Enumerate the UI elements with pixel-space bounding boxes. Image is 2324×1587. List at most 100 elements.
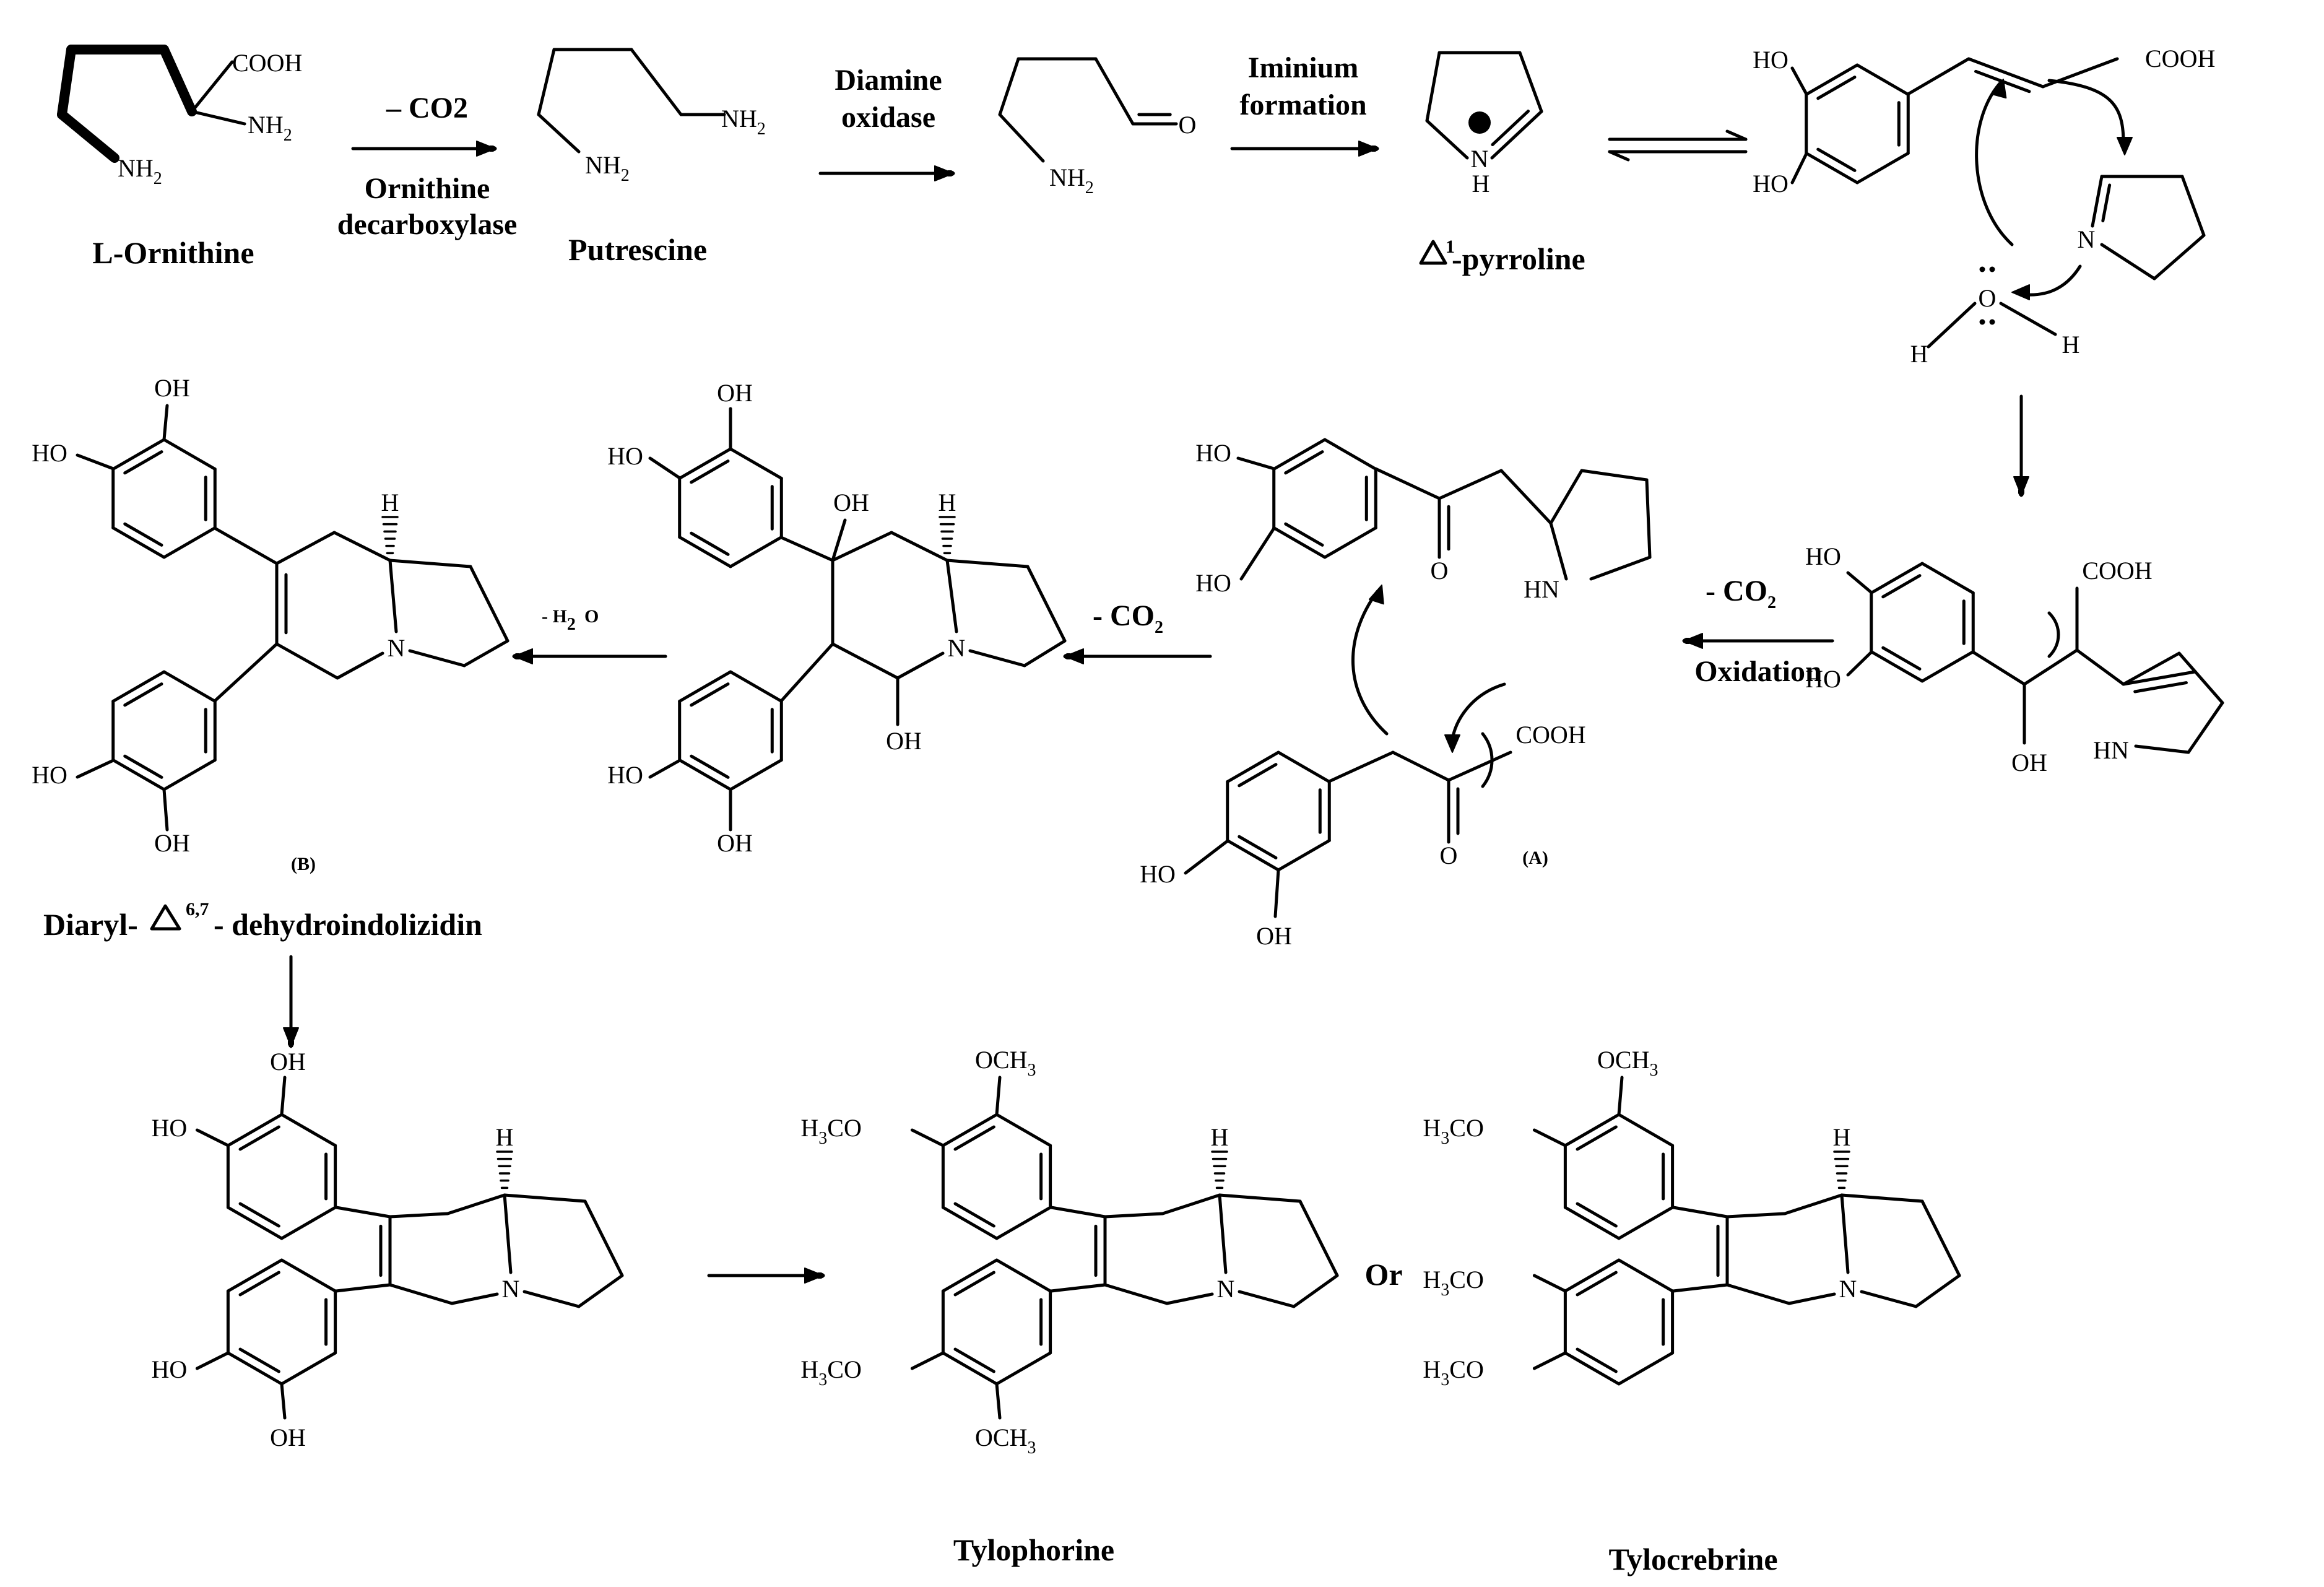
bond <box>226 1113 284 1147</box>
bond <box>1518 51 1543 113</box>
bond <box>2075 648 2125 686</box>
double-bond <box>123 450 163 475</box>
bond <box>1184 839 1229 875</box>
bond <box>57 110 119 163</box>
methoxy-label: H3CO <box>1423 1266 1483 1300</box>
bond <box>583 1199 624 1277</box>
oxidation-label: Oxidation <box>1694 655 1821 688</box>
bond <box>280 1351 337 1386</box>
bond <box>1617 1206 1675 1240</box>
double-bond <box>2101 183 2112 223</box>
hydroxyl-label: OH <box>717 829 753 857</box>
double-bond <box>1284 522 1324 547</box>
bond <box>968 649 1026 667</box>
bond <box>1563 1258 1621 1293</box>
arrow-head <box>2011 284 2030 300</box>
bond <box>280 1382 287 1420</box>
bond-cleavage-mark <box>2047 611 2060 658</box>
bond <box>1218 1193 1228 1274</box>
bond <box>388 559 472 568</box>
hydrogen-label: H <box>381 489 399 516</box>
double-bond <box>1576 1202 1618 1228</box>
bond <box>1563 1113 1621 1147</box>
lone-pair <box>1979 266 1985 272</box>
oxygen-label: O <box>1440 841 1458 869</box>
lone-pair <box>1979 319 1985 325</box>
double-bond <box>1881 646 1922 671</box>
bond <box>729 759 783 791</box>
tylophorine-label: Tylophorine <box>953 1533 1114 1567</box>
double-bond <box>1576 1271 1618 1297</box>
hydrogen-label: H <box>1910 340 1928 368</box>
compound-a-label: (A) <box>1522 848 1548 868</box>
amine-label: HN <box>1524 575 1559 603</box>
pyrroline-label: -pyrroline <box>1452 241 1585 276</box>
bond <box>334 1206 392 1219</box>
bond <box>941 1351 999 1386</box>
amine-label: HN <box>2093 736 2129 764</box>
bond <box>630 48 683 116</box>
bond <box>896 651 945 680</box>
nitrogen-label: N <box>1217 1275 1235 1303</box>
bond <box>2180 175 2206 237</box>
bond <box>2100 243 2156 280</box>
tylophorine-caption: Tylophorine <box>953 1533 1114 1567</box>
bond <box>1549 521 1568 581</box>
bond <box>1327 750 1395 783</box>
cooh-label: COOH <box>232 49 302 77</box>
decarboxylation-condition: - CO2 <box>1706 575 1776 612</box>
nh2-label: NH2 <box>118 154 162 188</box>
bond <box>537 48 556 116</box>
bond <box>1026 565 1067 643</box>
bond <box>190 110 246 126</box>
double-bond <box>1238 763 1278 788</box>
bond <box>162 670 217 703</box>
bond <box>995 1076 1002 1116</box>
bond <box>2187 701 2224 754</box>
methoxy-label: H3CO <box>800 1114 861 1148</box>
bond <box>388 1283 454 1305</box>
bond <box>1239 526 1276 581</box>
bond <box>831 531 893 562</box>
bond <box>1790 66 1808 96</box>
bond <box>1277 839 1331 872</box>
double-bond <box>953 1347 995 1373</box>
bond <box>2091 175 2104 228</box>
bond <box>213 526 279 565</box>
lone-pair <box>1989 319 1995 325</box>
double-bond <box>690 754 730 779</box>
methoxy-label: OCH3 <box>975 1424 1036 1458</box>
bond <box>1103 1212 1164 1219</box>
bond <box>995 1206 1052 1240</box>
bond <box>1563 1351 1621 1386</box>
bond <box>336 651 384 680</box>
cooh-label: COOH <box>1515 721 1585 749</box>
bond <box>469 565 509 643</box>
bond <box>388 1212 449 1219</box>
bond <box>1532 1274 1567 1293</box>
bond <box>111 759 166 791</box>
bond <box>280 1113 337 1147</box>
hydroxyl-label: HO <box>607 442 643 470</box>
hydroxyl-label: HO <box>607 761 643 789</box>
enzyme-label: Ornithine <box>365 172 490 205</box>
bond <box>1499 469 1553 525</box>
bond <box>1277 750 1331 783</box>
nitrogen-label: N <box>2078 225 2096 253</box>
bond <box>995 1113 1052 1147</box>
bond <box>945 559 958 633</box>
diaryl-label: Diaryl- <box>43 907 138 942</box>
bond <box>995 1351 1052 1386</box>
or-label: Or <box>1364 1257 1402 1292</box>
bond <box>1860 1290 1918 1308</box>
bond <box>1870 650 1924 683</box>
condition-label: Iminium <box>1248 51 1359 84</box>
hydrogen-label: H <box>496 1123 514 1151</box>
bond <box>2122 651 2181 686</box>
double-bond <box>953 1125 995 1151</box>
